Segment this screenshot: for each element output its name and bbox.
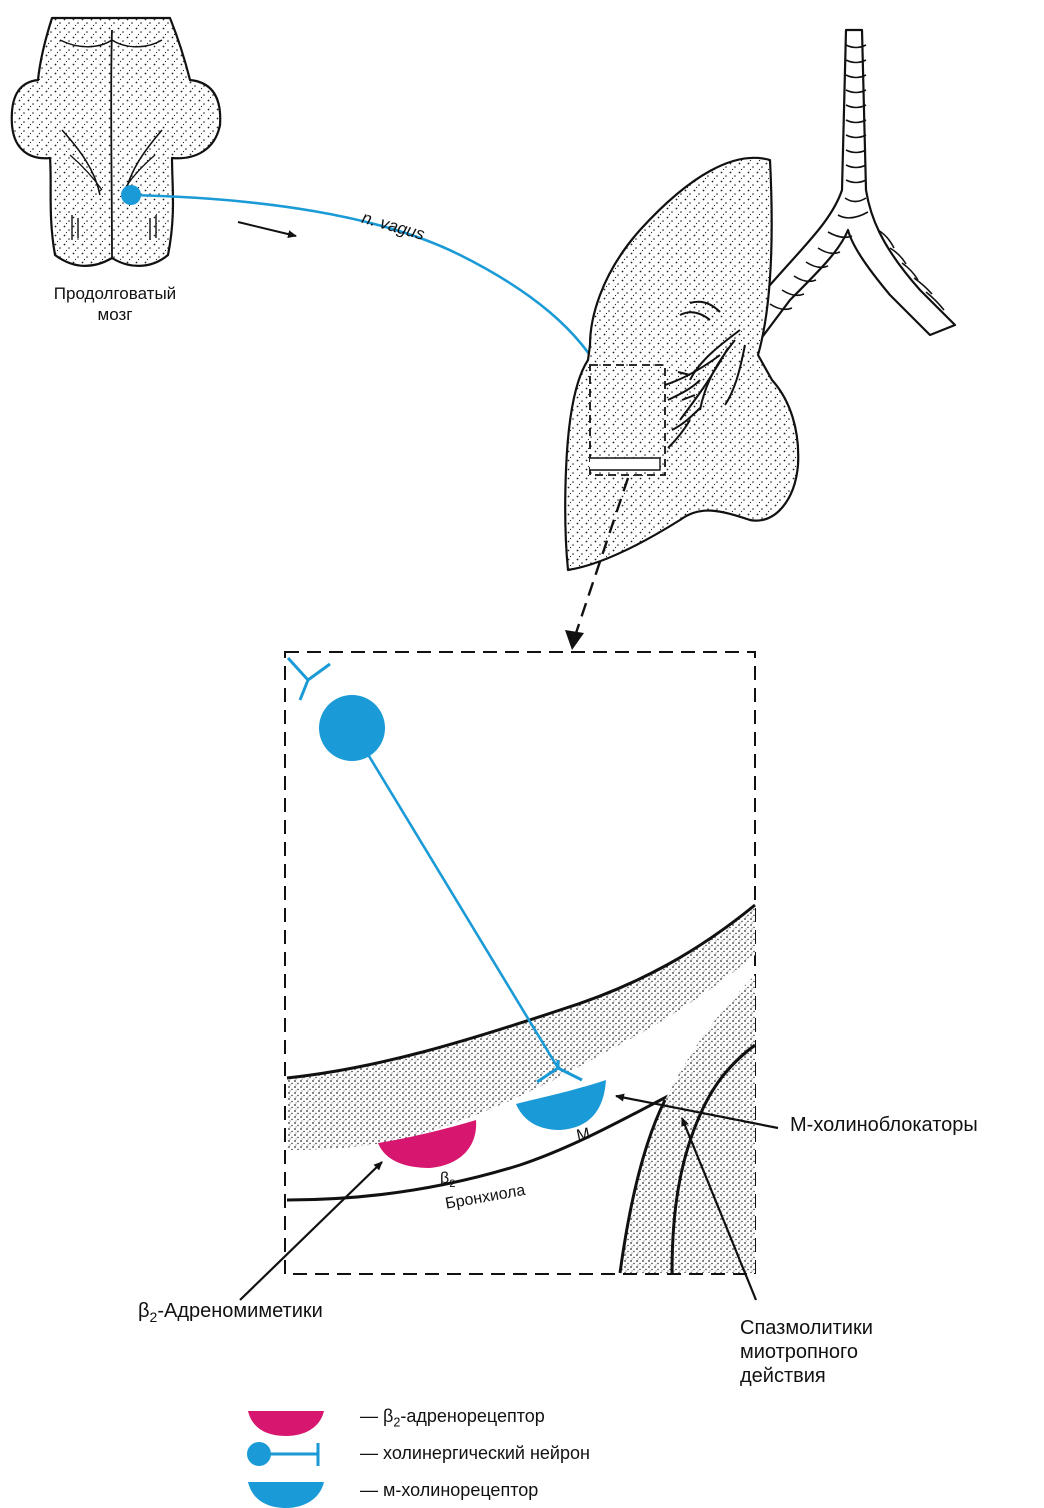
legend-beta2-symbol: β [383,1406,393,1426]
spasmolytics-line1: Спазмолитики [740,1316,873,1340]
right-lung [565,158,798,650]
m-blockers-label: М-холиноблокаторы [790,1114,978,1137]
beta2-agonists-label: β2-Адреномиметики [138,1300,323,1325]
spasmolytics-label: Спазмолитики миотропного действия [740,1316,873,1388]
beta2-receptor-label-sub: 2 [449,1178,455,1190]
legend-item-neuron: — холинергический нейрон [360,1443,590,1464]
zoom-inset [285,652,755,1274]
legend-m-text: м-холинорецептор [383,1480,538,1500]
beta2-receptor-label: β2 [440,1170,455,1190]
legend-m-dash: — [360,1480,378,1500]
legend-symbols [247,1411,324,1508]
spasmolytics-line3: действия [740,1364,873,1388]
medulla-label-line2: мозг [30,304,200,325]
medulla-label: Продолговатый мозг [30,283,200,325]
legend-beta2-icon [248,1411,324,1436]
legend-m-icon [248,1482,324,1508]
spasmolytics-line2: миотропного [740,1340,873,1364]
legend-beta2-dash: — [360,1406,378,1426]
legend-item-m: — м-холинорецептор [360,1480,538,1501]
beta2-agonists-text: -Адреномиметики [157,1300,322,1322]
beta2-receptor-label-symbol: β [440,1170,449,1187]
beta2-agonists-symbol: β [138,1300,150,1322]
medulla-label-line1: Продолговатый [30,283,200,304]
legend-beta2-text: -адренорецептор [400,1406,544,1426]
legend-item-beta2: — β2-адренорецептор [360,1406,545,1429]
legend-neuron-text: холинергический нейрон [383,1443,590,1463]
legend-neuron-dash: — [360,1443,378,1463]
medulla-oblongata [12,18,220,266]
